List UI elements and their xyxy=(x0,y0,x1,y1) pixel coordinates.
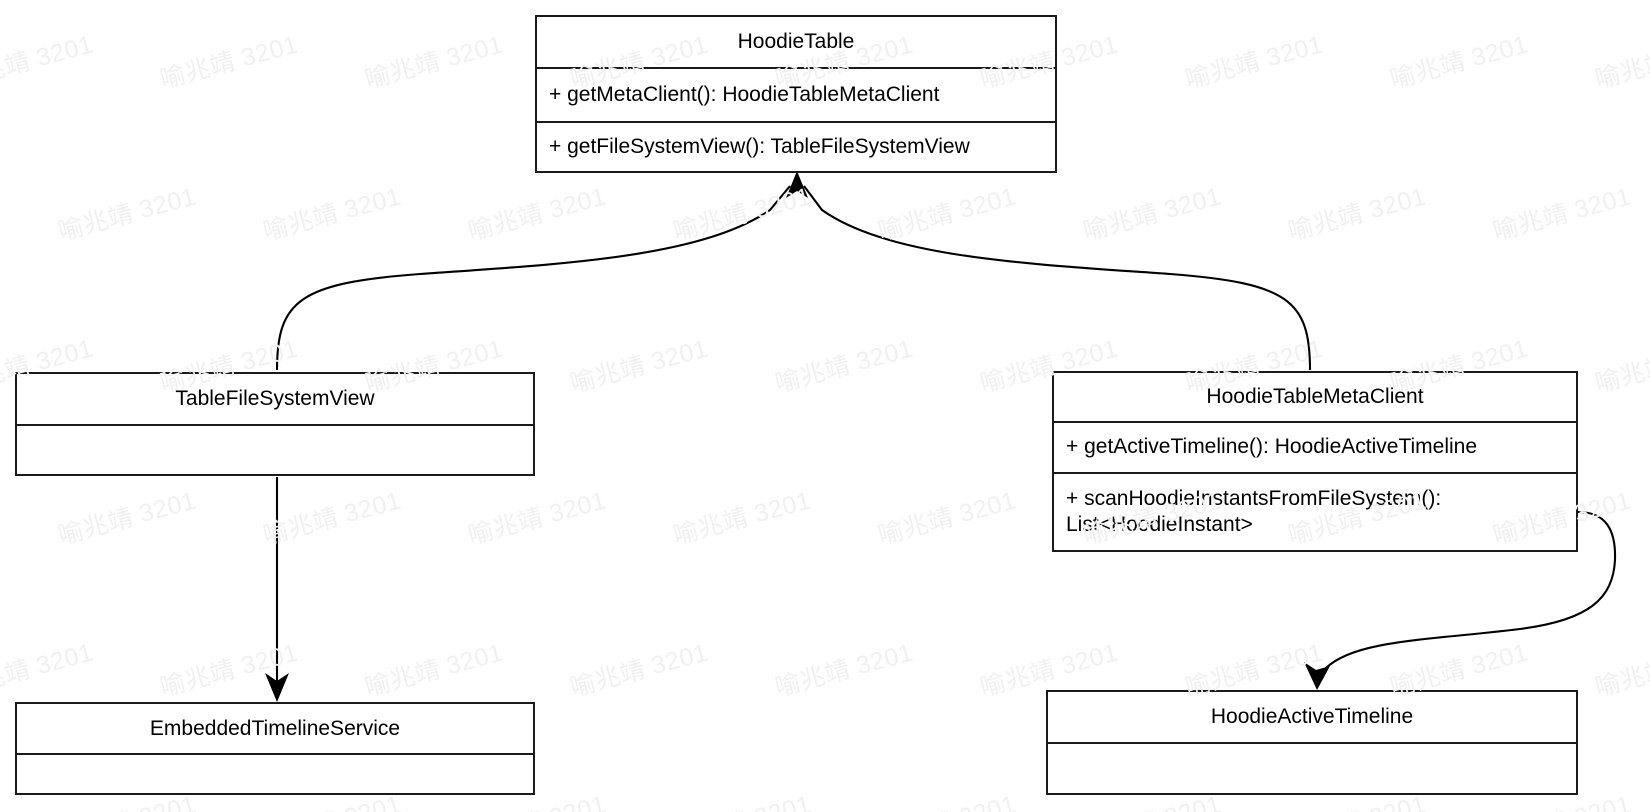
class-box-table-file-system-view[interactable]: TableFileSystemView xyxy=(15,372,535,476)
class-box-hoodie-active-timeline[interactable]: HoodieActiveTimeline xyxy=(1046,690,1578,795)
members-compartment-hoodie-table: + getMetaClient(): HoodieTableMetaClient… xyxy=(537,67,1055,171)
class-name-embedded-timeline-service: EmbeddedTimelineService xyxy=(149,716,401,740)
edge-hoodietablemetaclient-to-hoodieactivetimeline xyxy=(1304,510,1617,690)
edge-tablefilesystemview-to-embeddedtimelineservice xyxy=(265,477,289,702)
members-compartment-table-file-system-view xyxy=(17,424,533,474)
class-box-hoodie-table-meta-client[interactable]: HoodieTableMetaClient + getActiveTimelin… xyxy=(1052,371,1578,552)
class-name-hoodie-active-timeline: HoodieActiveTimeline xyxy=(1210,705,1414,728)
arrowhead-into-hoodieactivetimeline xyxy=(1304,662,1330,690)
class-name-hoodie-table: HoodieTable xyxy=(737,30,855,53)
edge-hoodietablemetaclient-to-hoodietable xyxy=(803,185,1312,371)
class-name-table-file-system-view: TableFileSystemView xyxy=(175,387,375,410)
class-box-hoodie-table[interactable]: HoodieTable + getMetaClient(): HoodieTab… xyxy=(535,15,1057,173)
class-name-hoodie-table-meta-client: HoodieTableMetaClient xyxy=(1206,385,1424,408)
arrowhead-into-hoodietable xyxy=(786,171,808,198)
members-compartment-embedded-timeline-service xyxy=(17,753,533,793)
class-member-get-meta-client: + getMetaClient(): HoodieTableMetaClient xyxy=(549,82,940,106)
members-compartment-hoodie-active-timeline xyxy=(1048,742,1576,793)
class-member-get-active-timeline: + getActiveTimeline(): HoodieActiveTimel… xyxy=(1066,435,1478,459)
arrowhead-into-embeddedtimelineservice xyxy=(265,673,289,702)
class-member-get-file-system-view: + getFileSystemView(): TableFileSystemVi… xyxy=(537,121,1055,171)
members-compartment-hoodie-table-meta-client: + getActiveTimeline(): HoodieActiveTimel… xyxy=(1054,421,1576,550)
class-member-scan-hoodie-instants-from-file-system: + scanHoodieInstantsFromFileSystem(): Li… xyxy=(1054,472,1576,550)
class-box-embedded-timeline-service[interactable]: EmbeddedTimelineService xyxy=(15,702,535,795)
edge-tablefilesystemview-to-hoodietable xyxy=(275,185,791,371)
